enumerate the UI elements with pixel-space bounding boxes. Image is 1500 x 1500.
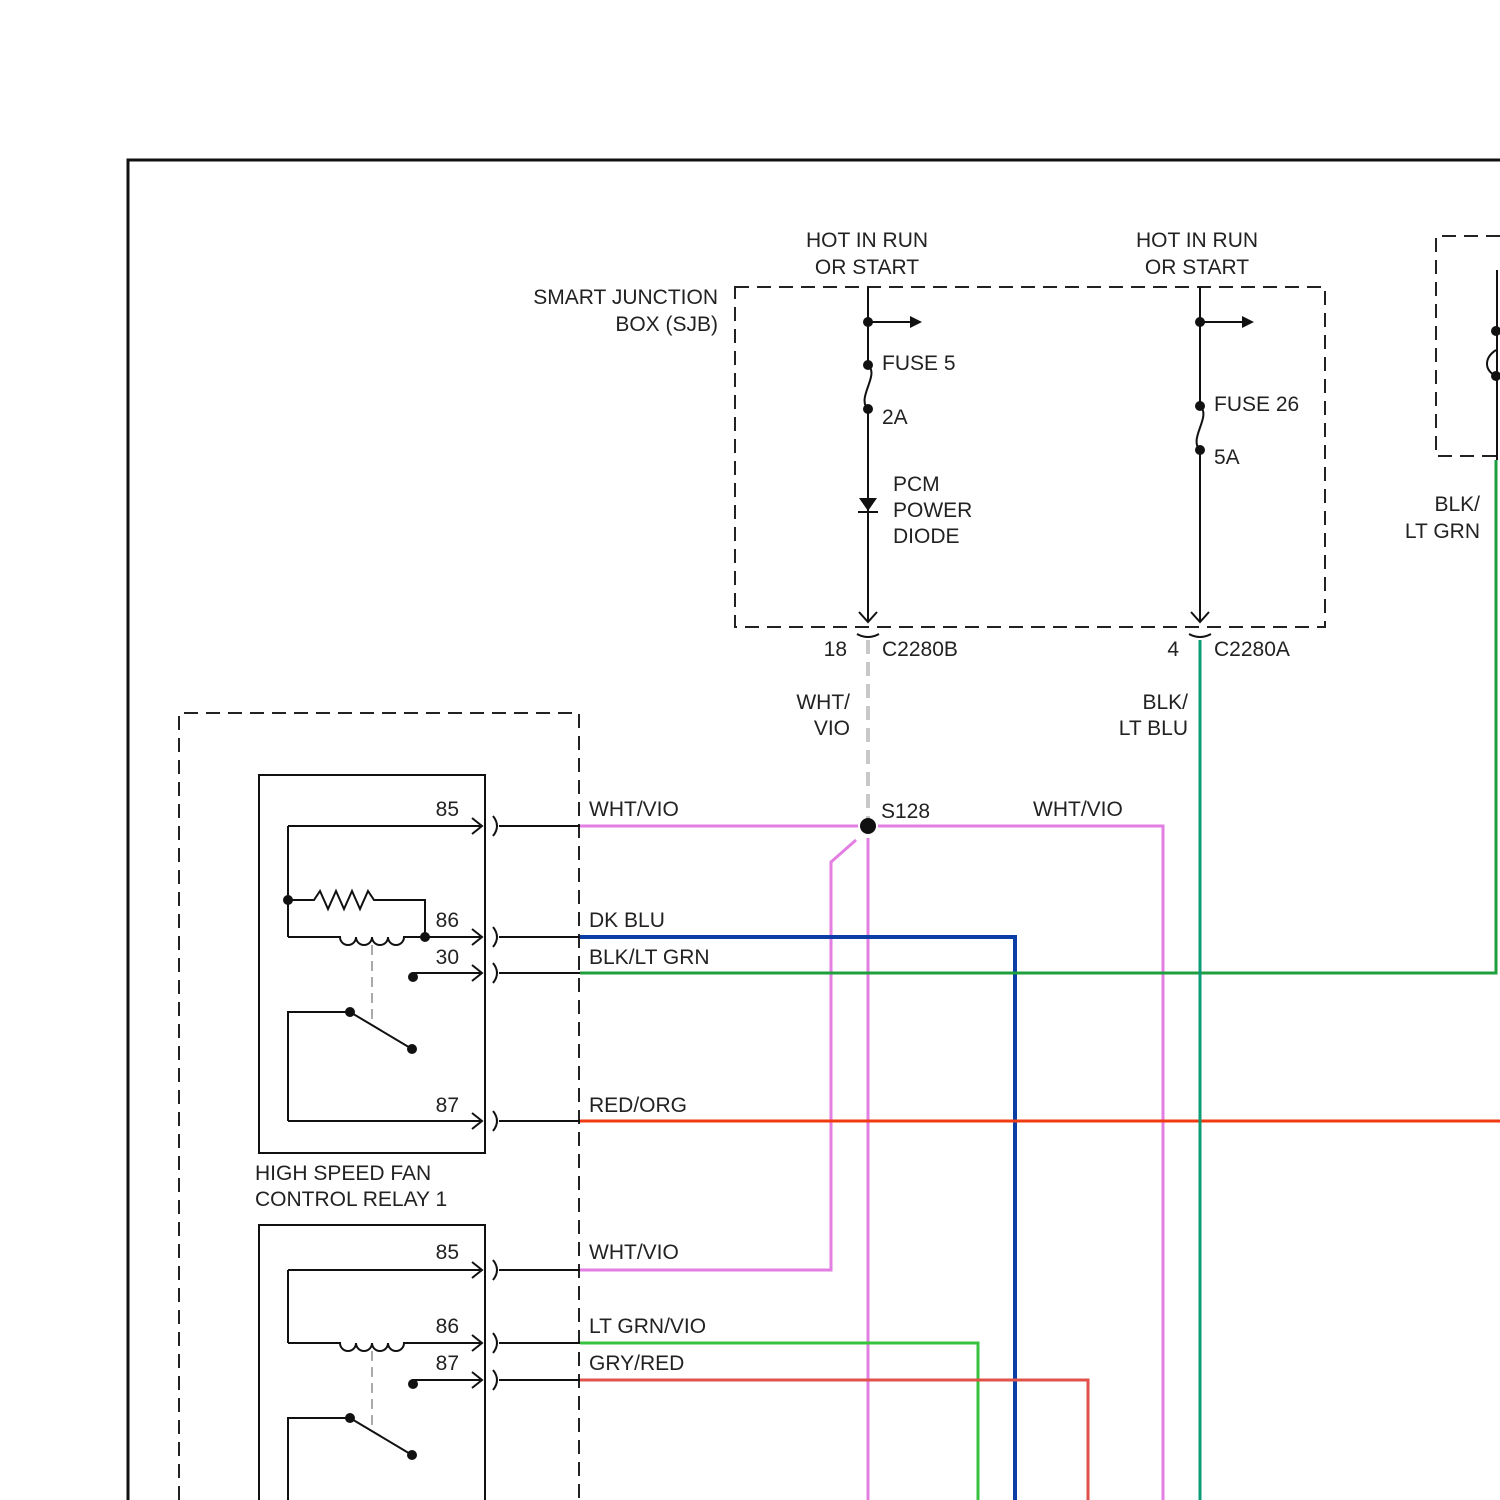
relay1-name-line1: HIGH SPEED FAN (255, 1162, 431, 1185)
or-start-label-right: OR START (1145, 256, 1249, 279)
relay2-pin87-contact-dot (408, 1379, 418, 1389)
c2280a-pin-number: 4 (1167, 638, 1179, 661)
wire-label-relay1-30: BLK/LT GRN (589, 946, 710, 969)
wire-gry-red-relay2-87 (580, 1380, 1088, 1500)
relay-module-dashed-outline (179, 713, 579, 1500)
diode-label-line2: POWER (893, 499, 972, 522)
c2280b-pin-number: 18 (824, 638, 847, 661)
wire-label-sjb-out-left-line1: WHT/ (796, 691, 850, 714)
wire-label-relay1-87: RED/ORG (589, 1094, 687, 1117)
right-feed-wire-color-line2: LT GRN (1405, 520, 1480, 543)
fuse26-symbol (1197, 406, 1204, 450)
wire-label-relay1-85: WHT/VIO (589, 798, 679, 821)
stub-relay1-86 (493, 927, 580, 947)
relay1-resistor-symbol (288, 891, 425, 937)
c2280b-connector-name: C2280B (882, 638, 958, 661)
relay2-pin85-arrow (288, 1262, 482, 1278)
stub-relay1-87 (493, 1111, 580, 1131)
relay1-pin-30: 30 (436, 946, 459, 969)
splice-s128-dot (860, 818, 876, 834)
wire-wht-vio-s128-right (878, 826, 1163, 1500)
wire-dk-blu-relay1-86 (580, 937, 1015, 1500)
right-component-dot-1 (1491, 326, 1500, 336)
sjb-label-line2: BOX (SJB) (615, 313, 718, 336)
fuse5-rating: 2A (882, 406, 908, 429)
relay1-pin30-contact-dot (408, 972, 418, 982)
stub-relay1-85 (493, 816, 580, 836)
diode-label-line3: DIODE (893, 525, 960, 548)
right-edge-component: BLK/ LT GRN (1405, 236, 1500, 543)
splice-s128-label: S128 (881, 800, 930, 823)
fuse5-symbol (865, 365, 872, 409)
sjb-label-line1: SMART JUNCTION (533, 286, 718, 309)
stub-relay2-86 (493, 1333, 580, 1353)
wire-blk-lt-grn-relay1-30 (580, 460, 1496, 973)
relay-connector-stubs (493, 816, 580, 1390)
fuse5-name: FUSE 5 (882, 352, 956, 375)
relay2-pin-86: 86 (436, 1315, 459, 1338)
c2280b-connector-symbol (857, 634, 879, 637)
hot-in-run-label-left: HOT IN RUN (806, 229, 928, 252)
wire-label-s128-right: WHT/VIO (1033, 798, 1123, 821)
relay1-junction-dot-86 (420, 932, 430, 942)
hot-in-run-label-right: HOT IN RUN (1136, 229, 1258, 252)
stub-relay2-85 (493, 1260, 580, 1280)
fuse5-branch-arrowhead (910, 316, 922, 328)
fuse26-branch-arrowhead (1242, 316, 1254, 328)
relay1-pin-86: 86 (436, 909, 459, 932)
relay2-switch-pivot (345, 1413, 355, 1423)
stub-relay1-30 (493, 963, 580, 983)
high-speed-fan-control-relay-1: 85 86 30 87 HIGH SPEED FAN CONTROL RELAY… (255, 775, 485, 1211)
smart-junction-box: SMART JUNCTION BOX (SJB) HOT IN RUN OR S… (533, 229, 1325, 661)
fuse26-rating: 5A (1214, 446, 1240, 469)
c2280a-connector-name: C2280A (1214, 638, 1290, 661)
or-start-label-left: OR START (815, 256, 919, 279)
relay1-pin-87: 87 (436, 1094, 459, 1117)
relay1-switch-arm (288, 1012, 412, 1121)
relay1-pin-85: 85 (436, 798, 459, 821)
wire-wht-vio-relay2-85 (580, 840, 856, 1270)
wire-label-sjb-out-left-line2: VIO (814, 717, 850, 740)
right-component-dashed-outline (1436, 236, 1500, 456)
wire-label-relay2-85: WHT/VIO (589, 1241, 679, 1264)
wire-label-relay1-86: DK BLU (589, 909, 665, 932)
relay2-pin-85: 85 (436, 1241, 459, 1264)
fuse26-name: FUSE 26 (1214, 393, 1299, 416)
wire-label-sjb-out-right-line2: LT BLU (1119, 717, 1188, 740)
diagram-frame (128, 160, 1500, 1500)
diode-label-line1: PCM (893, 473, 940, 496)
relay-2: 85 86 87 (259, 1225, 485, 1500)
wire-label-relay2-86: LT GRN/VIO (589, 1315, 706, 1338)
relay1-name-line2: CONTROL RELAY 1 (255, 1188, 447, 1211)
pcm-power-diode-symbol (859, 498, 877, 511)
wire-label-sjb-out-right-line1: BLK/ (1142, 691, 1188, 714)
relay1-switch-pivot (345, 1007, 355, 1017)
right-feed-wire-color-line1: BLK/ (1434, 493, 1480, 516)
relay2-pin-87: 87 (436, 1352, 459, 1375)
stub-relay2-87 (493, 1370, 580, 1390)
relay2-switch-arm (288, 1418, 412, 1500)
relay1-switch-contact (407, 1044, 417, 1054)
wire-label-relay2-87: GRY/RED (589, 1352, 684, 1375)
relay2-switch-contact (407, 1450, 417, 1460)
c2280a-connector-symbol (1189, 634, 1211, 637)
wires (580, 460, 1500, 1500)
